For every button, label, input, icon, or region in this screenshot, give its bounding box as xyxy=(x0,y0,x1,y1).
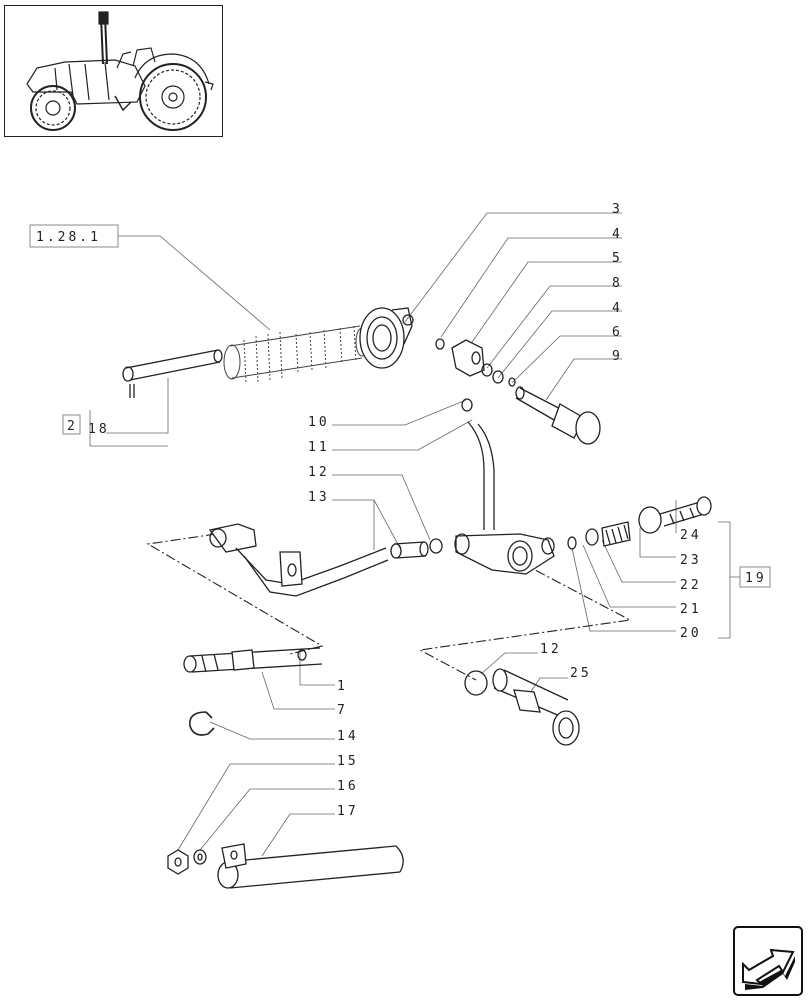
callout-22: 22 xyxy=(680,578,702,593)
next-page-arrow-icon xyxy=(742,948,795,990)
callout-14: 14 xyxy=(337,729,359,744)
ref-2[interactable]: 2 xyxy=(67,419,75,434)
callout-12b: 12 xyxy=(540,642,562,657)
callout-12a: 12 xyxy=(308,465,330,480)
callout-20: 20 xyxy=(680,626,702,641)
callout-11: 11 xyxy=(308,440,330,455)
callout-18: 18 xyxy=(88,422,110,437)
tractor-overview-icon xyxy=(26,11,214,131)
callout-3: 3 xyxy=(612,202,620,217)
tractor-thumbnail xyxy=(4,5,223,137)
ref-1-28-1[interactable]: 1.28.1 xyxy=(36,230,101,245)
callout-9: 9 xyxy=(612,349,620,364)
callout-17: 17 xyxy=(337,804,359,819)
callout-8: 8 xyxy=(612,276,620,291)
callout-10: 10 xyxy=(308,415,330,430)
callout-7: 7 xyxy=(337,703,345,718)
callout-21: 21 xyxy=(680,602,702,617)
callout-15: 15 xyxy=(337,754,359,769)
next-page-button[interactable] xyxy=(733,926,803,996)
callout-25: 25 xyxy=(570,666,592,681)
callout-16: 16 xyxy=(337,779,359,794)
ref-19[interactable]: 19 xyxy=(745,571,767,586)
callout-4b: 4 xyxy=(612,301,620,316)
callout-5: 5 xyxy=(612,251,620,266)
callout-6: 6 xyxy=(612,325,620,340)
callout-23: 23 xyxy=(680,553,702,568)
callout-13: 13 xyxy=(308,490,330,505)
callout-24: 24 xyxy=(680,528,702,543)
callout-1: 1 xyxy=(337,679,345,694)
callout-4a: 4 xyxy=(612,227,620,242)
